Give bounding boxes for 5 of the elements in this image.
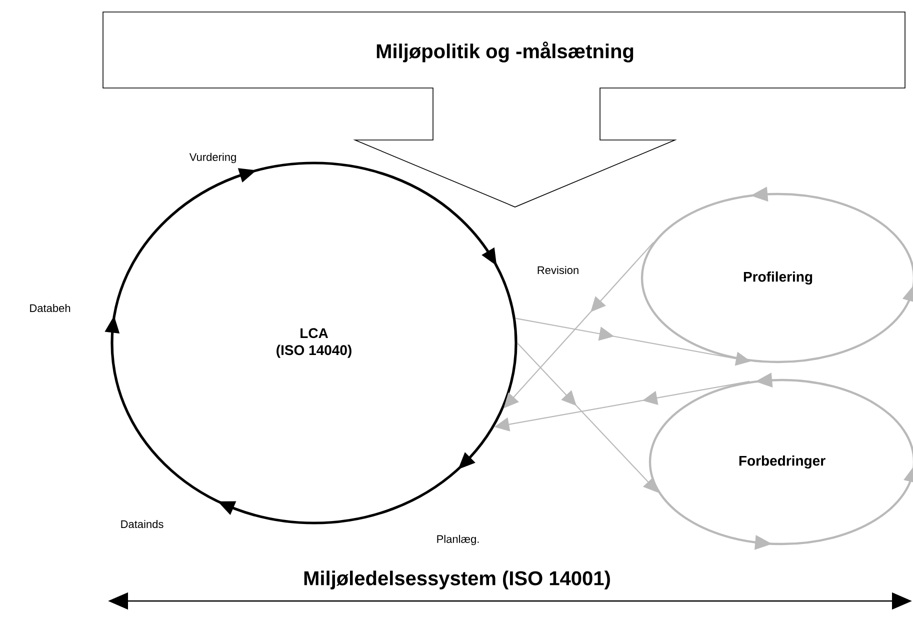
step-label: Planlæg. (437, 534, 479, 546)
step-label: Databeh (30, 304, 70, 312)
step-label: Revision (538, 266, 578, 274)
step-label: Vurdering (189, 152, 236, 164)
system-title: Miljøledelsessystem (ISO 14001) (304, 570, 610, 590)
